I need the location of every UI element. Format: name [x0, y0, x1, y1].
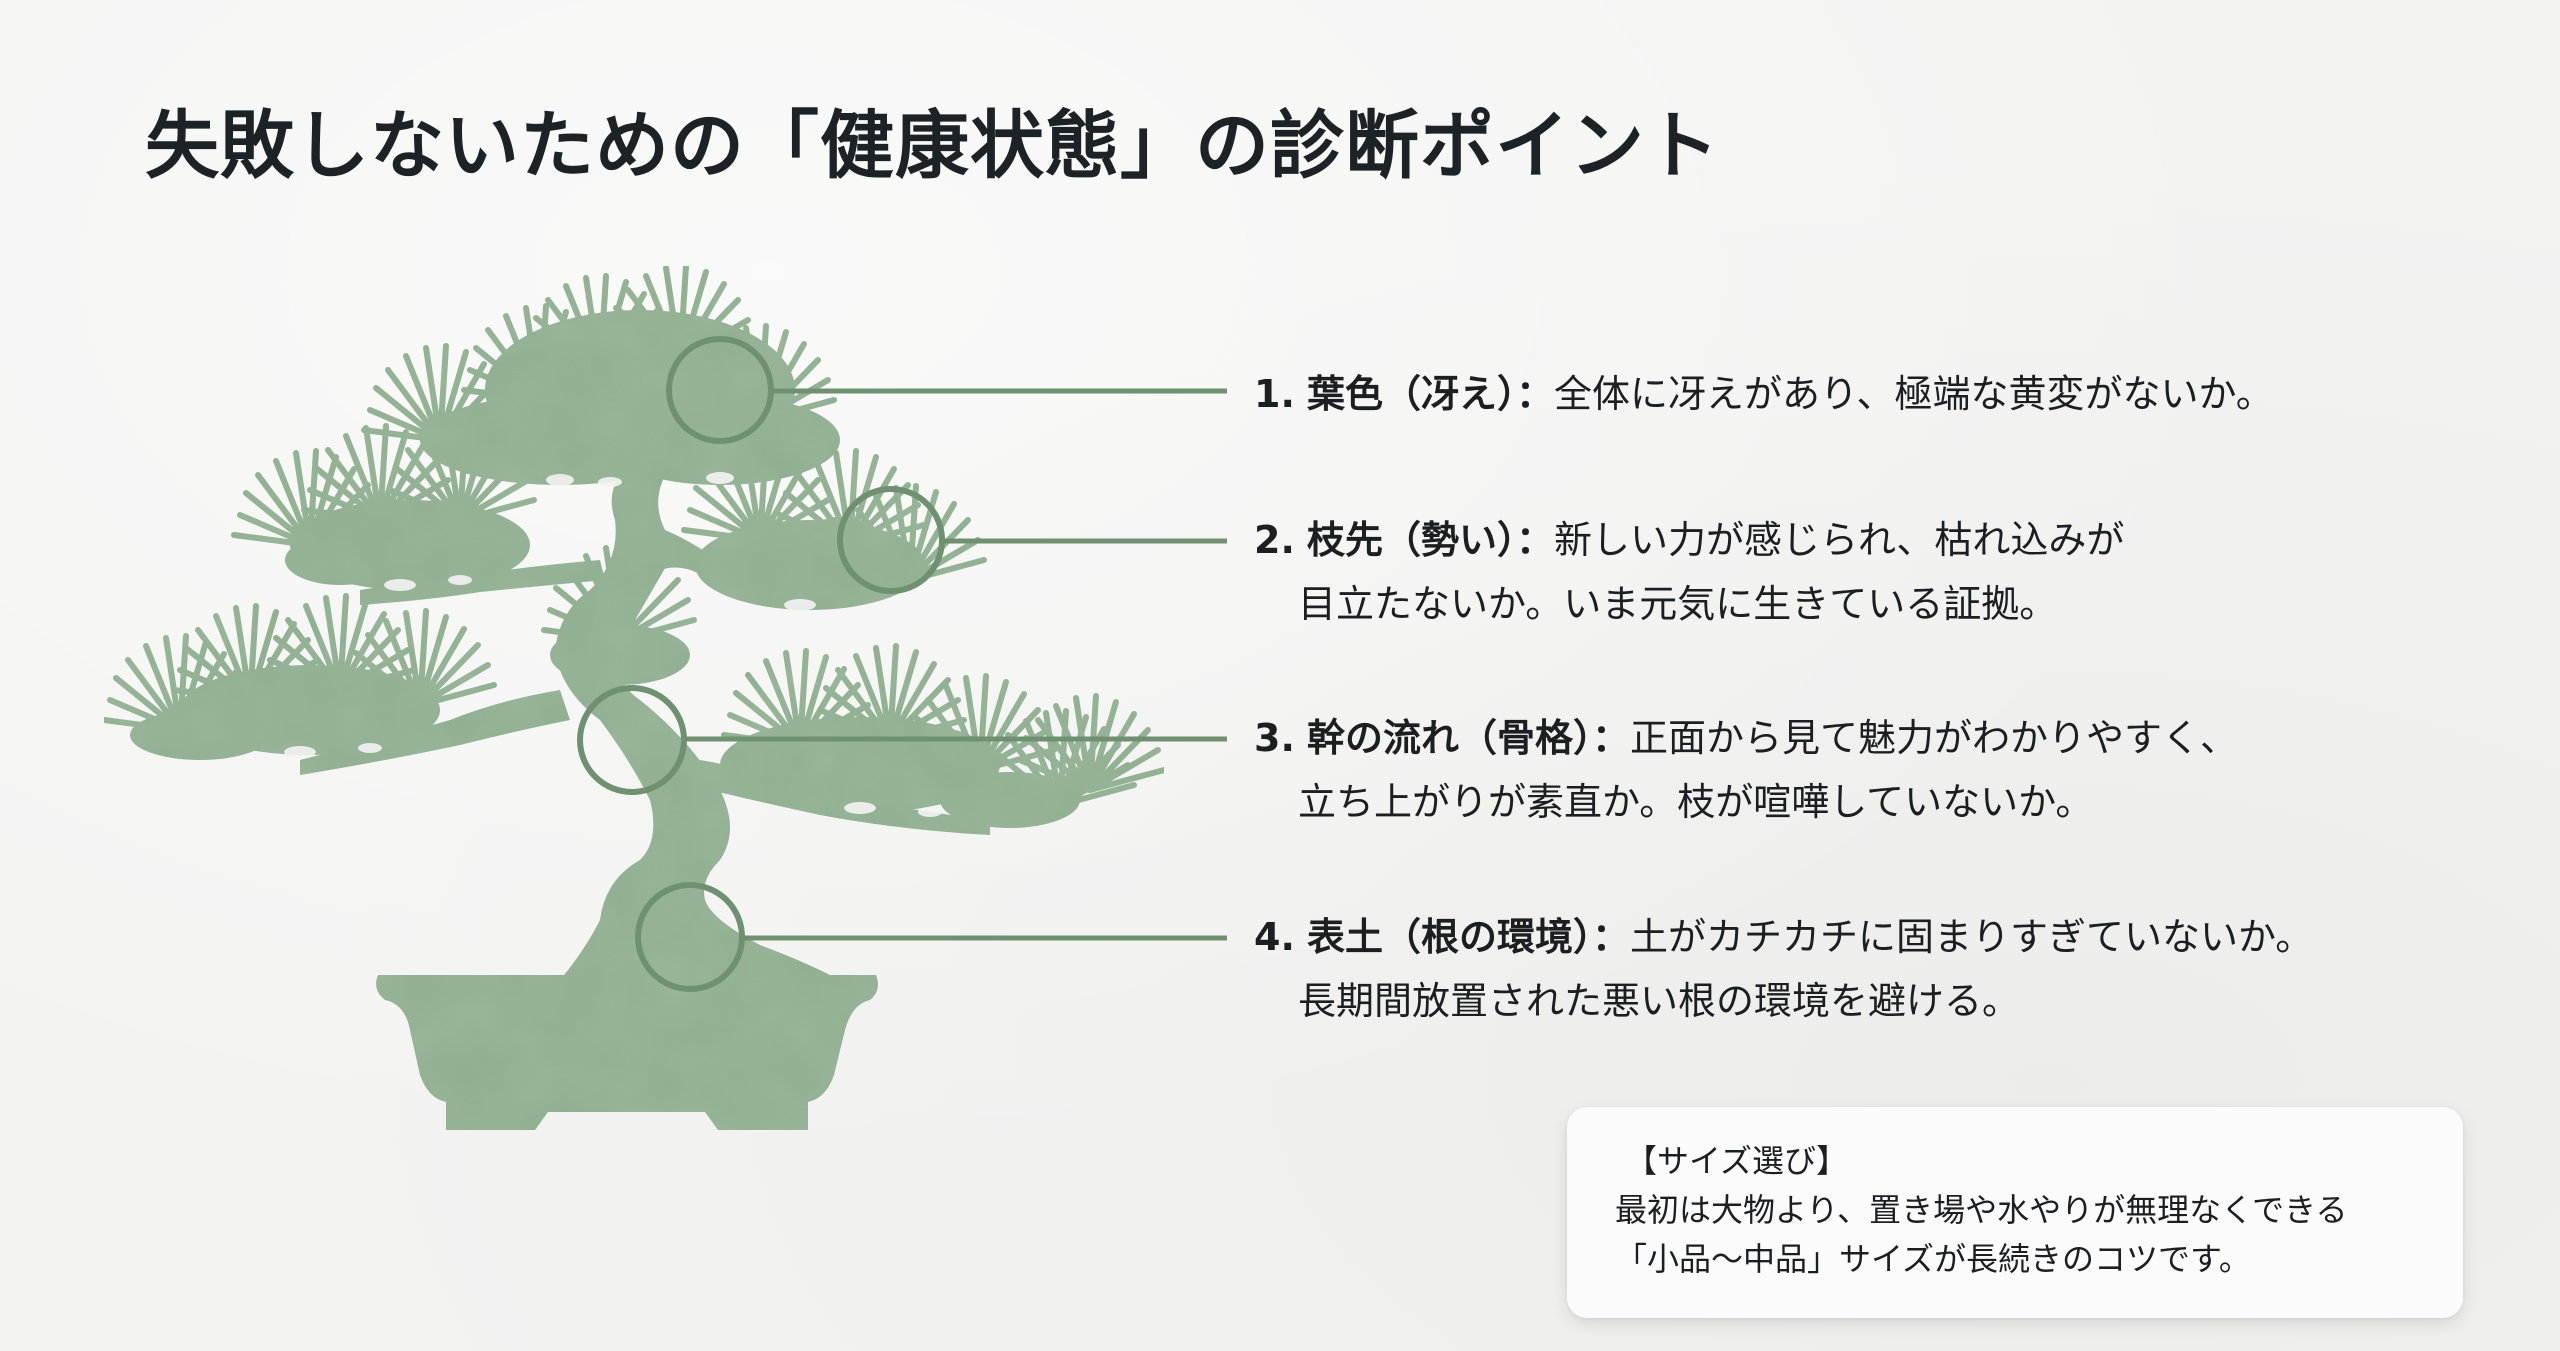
point-description: 土がカチカチに固まりすぎていないか。: [1630, 915, 2314, 959]
bonsai-tree: [104, 266, 1164, 1130]
tip-title: 【サイズ選び】: [1625, 1142, 1849, 1180]
point-line-1: 4. 表土（根の環境）：土がカチカチに固まりすぎていないか。: [1254, 905, 2313, 969]
diagnosis-point-2: 2. 枝先（勢い）：新しい力が感じられ、枯れ込みが 目立たないか。いま元気に生き…: [1254, 508, 2124, 636]
point-line-1: 1. 葉色（冴え）：全体に冴えがあり、極端な黄変がないか。: [1254, 362, 2274, 426]
page-title: 失敗しないための「健康状態」の診断ポイント: [145, 103, 1720, 189]
point-number: 3.: [1254, 716, 1295, 760]
tip-line-2: 「小品〜中品」サイズが長続きのコツです。: [1615, 1240, 2251, 1278]
point-separator: ：: [1592, 716, 1631, 760]
point-description: 全体に冴えがあり、極端な黄変がないか。: [1554, 372, 2274, 416]
bonsai-pot: [376, 975, 878, 1130]
diagnosis-point-3: 3. 幹の流れ（骨格）：正面から見て魅力がわかりやすく、 立ち上がりが素直か。枝…: [1254, 706, 2238, 834]
point-number: 4.: [1254, 915, 1295, 959]
diagnosis-point-1: 1. 葉色（冴え）：全体に冴えがあり、極端な黄変がないか。: [1254, 362, 2274, 426]
point-number: 1.: [1254, 372, 1295, 416]
bonsai-trunk: [555, 395, 830, 980]
point-label: 枝先（勢い）: [1306, 518, 1516, 562]
point-label: 幹の流れ（骨格）: [1306, 716, 1592, 760]
tip-line-1: 最初は大物より、置き場や水やりが無理なくできる: [1615, 1191, 2348, 1229]
point-separator: ：: [1516, 518, 1555, 562]
size-tip-box: 【サイズ選び】 最初は大物より、置き場や水やりが無理なくできる 「小品〜中品」サ…: [1567, 1107, 2463, 1318]
point-line-2: 立ち上がりが素直か。枝が喧嘩していないか。: [1298, 780, 2094, 824]
diagnosis-point-4: 4. 表土（根の環境）：土がカチカチに固まりすぎていないか。 長期間放置された悪…: [1254, 905, 2313, 1033]
point-separator: ：: [1592, 915, 1631, 959]
point-line-1: 3. 幹の流れ（骨格）：正面から見て魅力がわかりやすく、: [1254, 706, 2238, 770]
point-label: 表土（根の環境）: [1306, 915, 1592, 959]
point-line-1: 2. 枝先（勢い）：新しい力が感じられ、枯れ込みが: [1254, 508, 2124, 572]
point-line-2: 長期間放置された悪い根の環境を避ける。: [1298, 979, 2021, 1023]
callout-markers: [577, 336, 1227, 992]
point-line-2: 目立たないか。いま元気に生きている証拠。: [1298, 582, 2058, 626]
point-description: 正面から見て魅力がわかりやすく、: [1630, 716, 2239, 760]
point-label: 葉色（冴え）: [1306, 372, 1516, 416]
point-description: 新しい力が感じられ、枯れ込みが: [1554, 518, 2125, 562]
point-separator: ：: [1516, 372, 1555, 416]
point-number: 2.: [1254, 518, 1295, 562]
